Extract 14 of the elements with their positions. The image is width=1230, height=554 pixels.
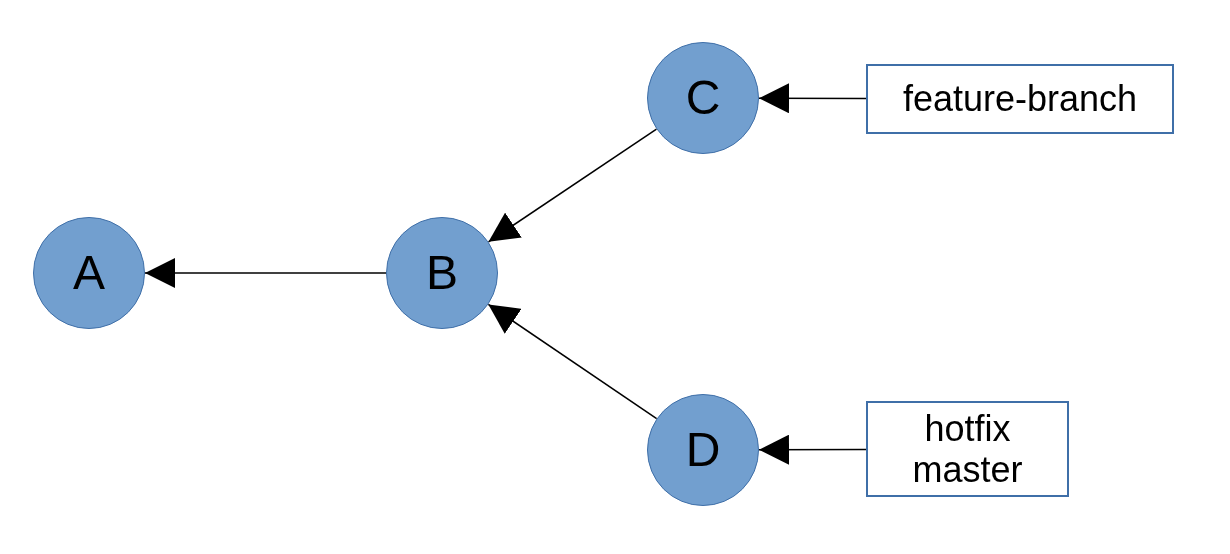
arrow [758,83,867,114]
branch-label-box [866,401,1069,497]
node-label: feature-branch [902,78,1138,120]
node-label: master [912,449,1023,491]
node-label: A [73,249,105,297]
arrow [144,258,387,288]
branch-label-box [866,64,1174,134]
node-label: C [685,74,721,122]
arrow [487,303,658,420]
node-label: D [685,426,721,474]
arrow [758,434,867,465]
node-label: hotfix [924,407,1011,449]
arrow [487,128,658,243]
node-label: B [426,249,458,297]
